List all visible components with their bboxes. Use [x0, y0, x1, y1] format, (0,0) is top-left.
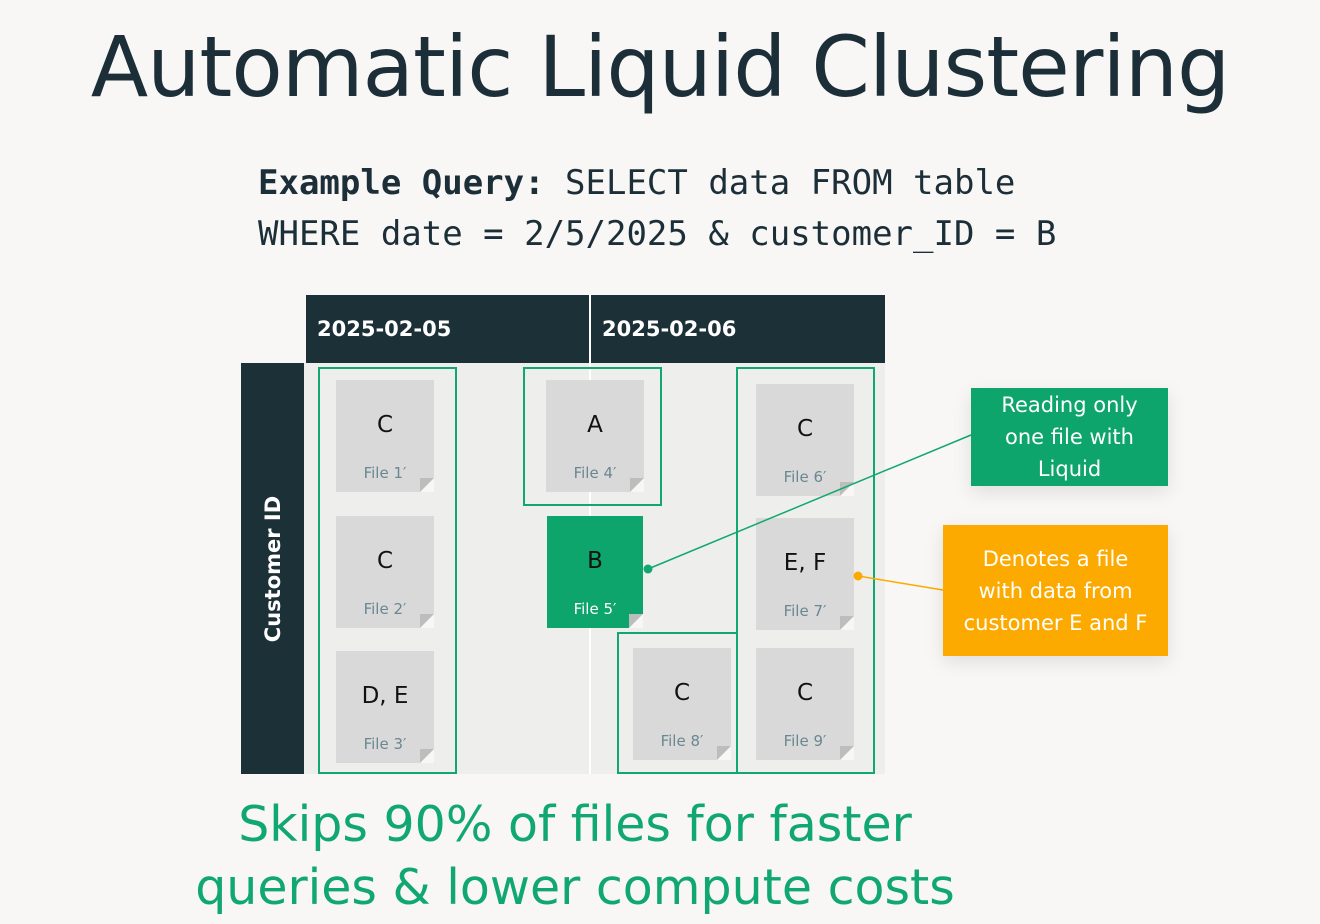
file-name: File 1′	[363, 464, 407, 482]
page-fold-icon	[420, 478, 434, 492]
file-customer-label: B	[587, 548, 603, 574]
file-name: File 5′	[573, 600, 617, 618]
callout-liquid-line: Reading only	[1001, 393, 1138, 417]
file-customer-label: C	[796, 416, 814, 442]
summary-text: Skips 90% of files for faster queries & …	[0, 793, 1150, 919]
file-customer-label: A	[587, 412, 603, 438]
page-fold-icon	[420, 614, 434, 628]
query-label: Example Query:	[258, 163, 545, 203]
callout-multi-line: customer E and F	[963, 610, 1148, 635]
file-tile: C File 2′	[336, 516, 434, 628]
file-customer-label: C	[376, 412, 394, 438]
file-tile: C File 8′	[633, 648, 731, 760]
cluster-outline	[736, 367, 875, 774]
file-tile: D, E File 3′	[336, 651, 434, 763]
file-tile: A File 4′	[546, 380, 644, 492]
file-name: File 8′	[660, 732, 704, 750]
orange-connector-dot	[853, 571, 863, 581]
green-connector-dot	[643, 564, 653, 574]
summary-line-2: queries & lower compute costs	[195, 859, 955, 916]
page-fold-icon	[629, 614, 643, 628]
file-customer-label: C	[673, 680, 691, 706]
file-tile: E, F File 7′	[756, 518, 854, 630]
file-name: File 2′	[363, 600, 407, 618]
file-customer-label: C	[796, 680, 814, 706]
query-select: SELECT data FROM table	[544, 163, 1016, 203]
page-title: Automatic Liquid Clustering	[90, 18, 1231, 116]
cluster-outline	[318, 367, 457, 774]
column-header-date-2: 2025-02-06	[591, 295, 885, 363]
orange-connector-line	[857, 575, 944, 591]
cluster-outline	[617, 632, 738, 774]
file-customer-label: E, F	[783, 550, 827, 576]
callout-liquid-line: Liquid	[1037, 457, 1102, 481]
cluster-outline	[523, 367, 662, 506]
file-name: File 9′	[783, 732, 827, 750]
example-query: Example Query: SELECT data FROM table WH…	[258, 158, 1056, 260]
page-fold-icon	[420, 749, 434, 763]
file-name: File 6′	[783, 468, 827, 486]
query-line-2: WHERE date = 2/5/2025 & customer_ID = B	[258, 214, 1057, 254]
file-tile-highlighted: B File 5′	[547, 516, 643, 628]
callout-multi-line: with data from	[978, 578, 1133, 603]
page-fold-icon	[840, 746, 854, 760]
file-customer-label: C	[376, 548, 394, 574]
column-header-date-1: 2025-02-05	[306, 295, 589, 363]
file-name: File 3′	[363, 735, 407, 753]
file-name: File 4′	[573, 464, 617, 482]
row-axis-label: Customer ID	[241, 363, 304, 774]
summary-line-1: Skips 90% of files for faster	[238, 796, 912, 853]
file-tile: C File 9′	[756, 648, 854, 760]
callout-multi-customer: Denotes a file with data from customer E…	[943, 525, 1168, 656]
page-fold-icon	[840, 616, 854, 630]
green-connector-line	[647, 434, 972, 570]
callout-multi-line: Denotes a file	[982, 546, 1129, 571]
page-fold-icon	[717, 746, 731, 760]
file-name: File 7′	[783, 602, 827, 620]
callout-liquid-line: one file with	[1005, 425, 1134, 449]
callout-liquid: Reading only one file with Liquid	[971, 388, 1168, 486]
file-customer-label: D, E	[361, 683, 409, 709]
page-fold-icon	[630, 478, 644, 492]
file-tile: C File 1′	[336, 380, 434, 492]
query-line-1: Example Query: SELECT data FROM table	[258, 158, 1056, 209]
file-tile: C File 6′	[756, 384, 854, 496]
